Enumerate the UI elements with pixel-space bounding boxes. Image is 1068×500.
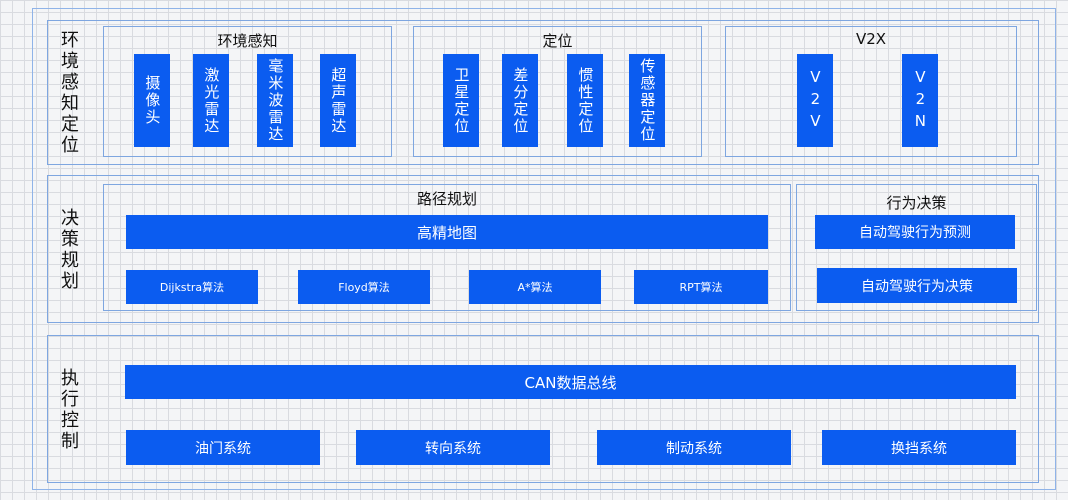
group-localization (413, 26, 702, 157)
loc-sensor: 传感器定位 (629, 54, 665, 147)
diagram-frame (32, 8, 1056, 490)
sensor-mmwave-radar: 毫米波雷达 (257, 54, 293, 147)
system-steering: 转向系统 (356, 430, 550, 465)
algo-a-star: A*算法 (469, 270, 601, 304)
system-gear-shift: 换挡系统 (822, 430, 1016, 465)
v2x-v2n: V2N (902, 54, 938, 147)
group-environment-title: 环境感知 (217, 32, 278, 50)
layer-control (47, 335, 1039, 483)
sensor-lidar: 激光雷达 (193, 54, 229, 147)
layer-perception-label: 环境感知定位 (58, 30, 79, 156)
sensor-camera: 摄像头 (134, 54, 170, 147)
group-behavior-decision (796, 184, 1037, 311)
system-throttle: 油门系统 (126, 430, 320, 465)
group-path-planning-title: 路径规划 (416, 190, 477, 208)
group-localization-title: 定位 (542, 32, 573, 50)
algo-floyd: Floyd算法 (298, 270, 430, 304)
hd-map-bar: 高精地图 (126, 215, 768, 249)
group-v2x-title: V2X (855, 30, 887, 48)
layer-planning (47, 175, 1039, 323)
system-braking: 制动系统 (597, 430, 791, 465)
layer-planning-label: 决策规划 (58, 208, 79, 292)
group-v2x (725, 26, 1017, 157)
sensor-ultrasonic-radar: 超声雷达 (320, 54, 356, 147)
algo-dijkstra: Dijkstra算法 (126, 270, 258, 304)
layer-control-label: 执行控制 (58, 368, 79, 452)
behavior-decision: 自动驾驶行为决策 (817, 268, 1017, 303)
layer-perception (47, 20, 1039, 165)
v2x-v2v: V2V (797, 54, 833, 147)
algo-rpt: RPT算法 (634, 270, 768, 304)
group-path-planning (103, 184, 791, 311)
group-environment-perception (103, 26, 392, 157)
loc-inertial: 惯性定位 (567, 54, 603, 147)
loc-differential: 差分定位 (502, 54, 538, 147)
loc-satellite: 卫星定位 (443, 54, 479, 147)
can-bus-bar: CAN数据总线 (125, 365, 1016, 399)
group-behavior-title: 行为决策 (886, 194, 947, 212)
behavior-prediction: 自动驾驶行为预测 (815, 215, 1015, 249)
